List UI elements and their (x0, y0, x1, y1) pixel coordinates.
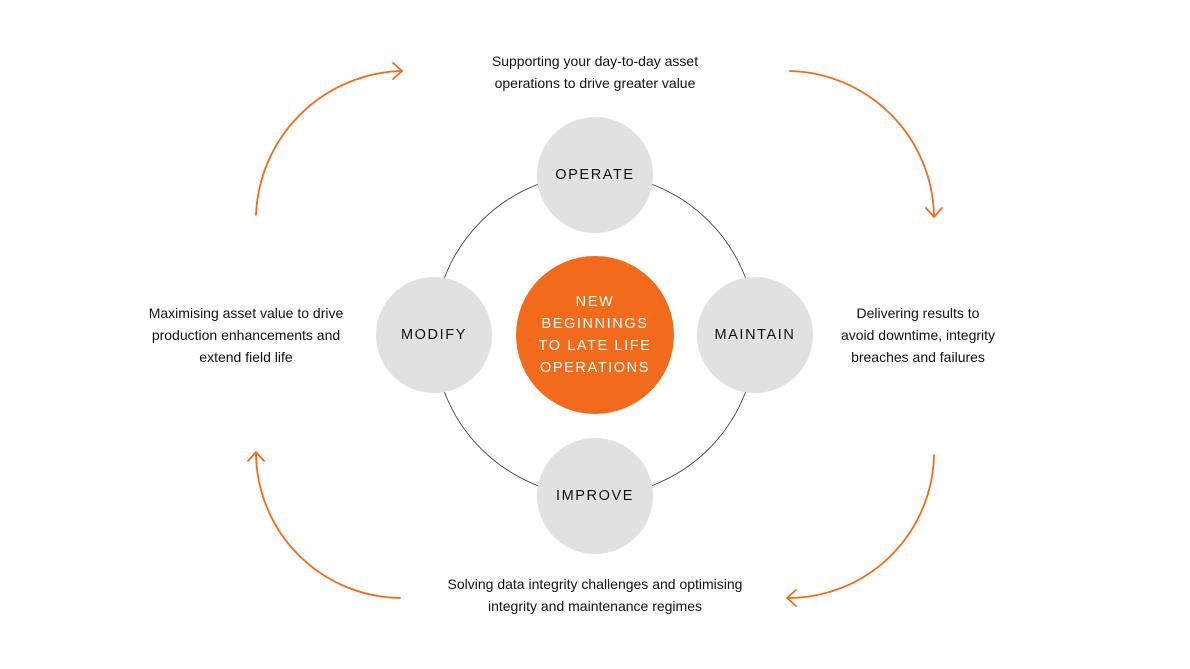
phase-maintain: MAINTAIN (697, 277, 813, 393)
center-circle: NEW BEGINNINGS TO LATE LIFE OPERATIONS (516, 256, 674, 414)
phase-label-improve: IMPROVE (555, 488, 635, 504)
phase-label-operate: OPERATE (555, 167, 635, 183)
description-maintain: Delivering results to avoid downtime, in… (840, 305, 996, 365)
arrow-bottom-right-icon (786, 454, 935, 607)
center-label: NEW BEGINNINGS TO LATE LIFE OPERATIONS (538, 294, 652, 376)
description-improve: Solving data integrity challenges and op… (447, 576, 743, 614)
description-modify: Maximising asset value to drive producti… (148, 305, 344, 365)
phase-improve: IMPROVE (537, 438, 653, 554)
phase-label-maintain: MAINTAIN (714, 327, 796, 343)
arrow-bottom-left-icon (247, 451, 401, 599)
description-operate: Supporting your day-to-day asset operati… (491, 53, 699, 91)
phase-modify: MODIFY (376, 277, 492, 393)
phase-label-modify: MODIFY (401, 327, 467, 343)
phase-operate: OPERATE (537, 117, 653, 233)
arrow-top-right-icon (789, 70, 943, 218)
arrow-top-left-icon (255, 62, 403, 216)
